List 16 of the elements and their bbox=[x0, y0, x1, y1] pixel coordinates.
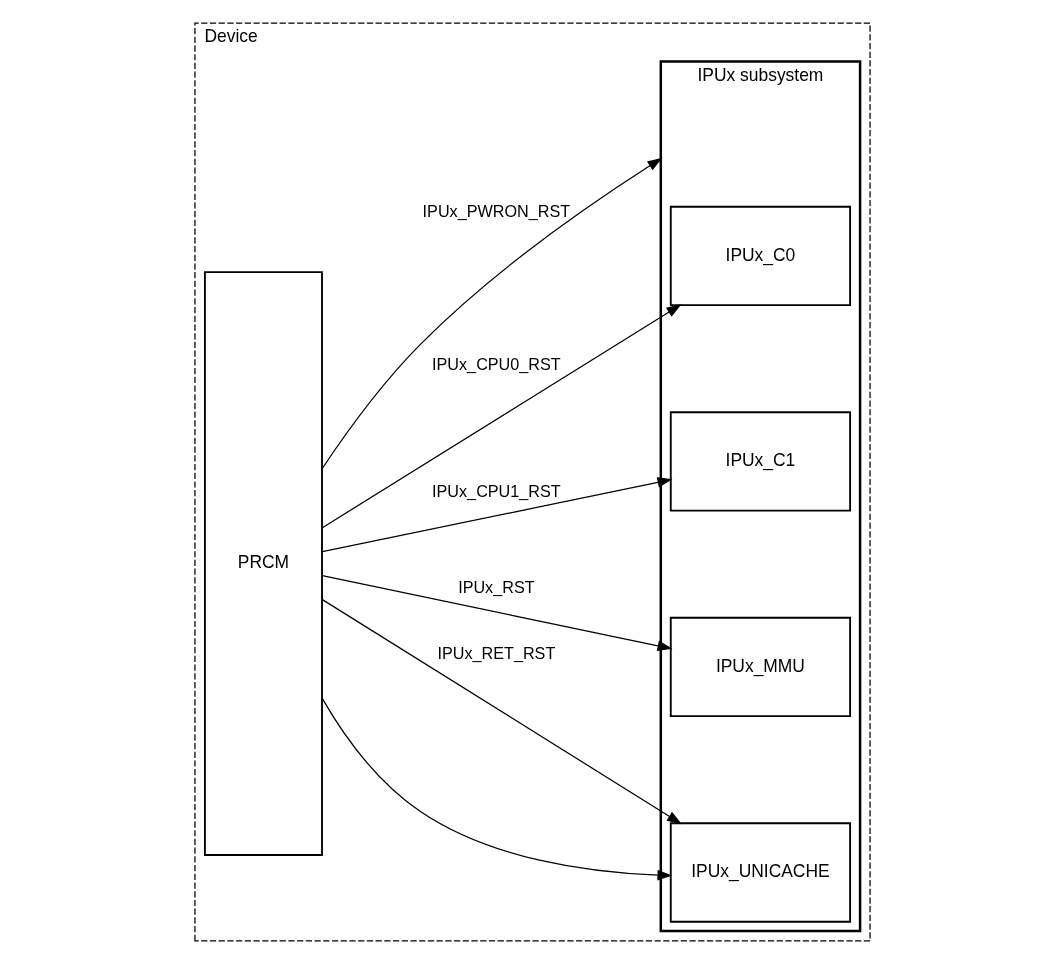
arrow bbox=[321, 599, 682, 825]
arrow bbox=[320, 697, 672, 881]
edge-label: IPUx_RST bbox=[457, 577, 535, 596]
edge-label: IPUx_PWRON_RST bbox=[422, 201, 570, 220]
node-box: IPUx_C1 bbox=[669, 411, 851, 512]
arrow bbox=[321, 477, 672, 553]
node-box: PRCM bbox=[203, 271, 323, 856]
node-box: IPUx_C0 bbox=[669, 205, 851, 307]
arrow bbox=[321, 304, 681, 529]
arrow bbox=[320, 157, 662, 470]
edge-label: IPUx_RET_RST bbox=[436, 643, 555, 662]
edge-label: IPUx_CPU0_RST bbox=[431, 354, 561, 373]
edge-label: IPUx_CPU1_RST bbox=[431, 481, 561, 500]
node-box: IPUx_MMU bbox=[669, 616, 851, 718]
node-box: IPUx_UNICACHE bbox=[669, 822, 851, 923]
arrow bbox=[321, 575, 672, 651]
